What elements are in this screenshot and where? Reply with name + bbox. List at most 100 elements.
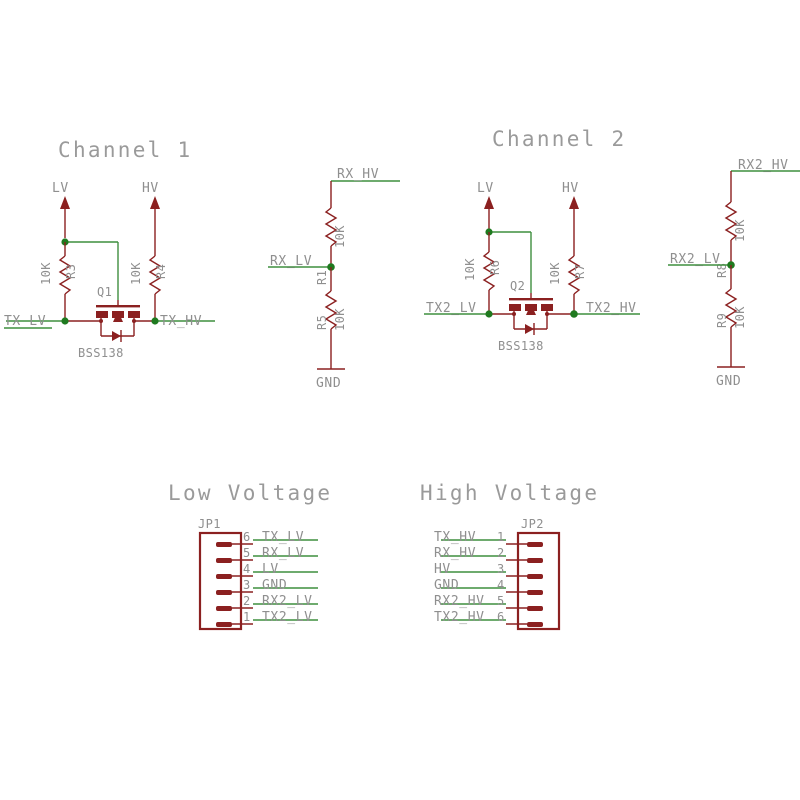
jp1-pin-row[interactable]: 1 TX2_LV bbox=[216, 610, 318, 627]
jp2-pin-pad[interactable] bbox=[527, 542, 543, 547]
jp2-pin-net: HV bbox=[434, 562, 451, 577]
jp1-pin-row[interactable]: 5 RX_LV bbox=[216, 546, 318, 563]
jp1-pin-row[interactable]: 6 TX_LV bbox=[216, 530, 318, 547]
jp2-pin-row[interactable]: 4 GND bbox=[434, 578, 543, 595]
resistor-r7-ref: R7 bbox=[573, 264, 587, 279]
jp1-pin-row[interactable]: 4 LV bbox=[216, 562, 318, 579]
jp2-pin-net: RX2_HV bbox=[434, 594, 485, 609]
jp1-pin-row[interactable]: 3 GND bbox=[216, 578, 318, 595]
gnd-label-divider2: GND bbox=[716, 374, 741, 389]
jp1-pin-pad[interactable] bbox=[216, 558, 232, 563]
resistor-r3-ref: R3 bbox=[64, 264, 78, 279]
resistor-r9-value: 10K bbox=[733, 306, 747, 329]
resistor-r4: R4 10K bbox=[129, 238, 168, 320]
jp2-pin-pad[interactable] bbox=[527, 606, 543, 611]
jp1-pin-pad[interactable] bbox=[216, 542, 232, 547]
jp1-pin-net: RX2_LV bbox=[262, 594, 313, 609]
high-voltage-group: High Voltage JP2 1 TX_HV 2 RX_HV 3 HV bbox=[420, 481, 599, 631]
resistor-r3-value: 10K bbox=[39, 262, 53, 285]
resistor-r5-ref: R5 bbox=[315, 315, 329, 330]
jp2-pin-row[interactable]: 5 RX2_HV bbox=[434, 594, 543, 611]
jp2-pin-number: 1 bbox=[497, 530, 504, 544]
net-label-tx2-hv: TX2_HV bbox=[586, 301, 637, 316]
jp2-pin-pad[interactable] bbox=[527, 590, 543, 595]
jp1-pin-net: GND bbox=[262, 578, 287, 593]
low-voltage-title: Low Voltage bbox=[168, 481, 332, 505]
jp2-pin-row[interactable]: 1 TX_HV bbox=[434, 530, 543, 547]
lv-supply-label-ch1: LV bbox=[52, 181, 69, 196]
gnd-symbol-divider1: GND bbox=[316, 368, 345, 391]
jp1-pin-pad[interactable] bbox=[216, 622, 232, 627]
jp2-pin-pad[interactable] bbox=[527, 622, 543, 627]
hv-supply-symbol-ch2: HV bbox=[562, 181, 579, 238]
gnd-symbol-divider2: GND bbox=[716, 366, 745, 389]
net-label-tx-hv: TX_HV bbox=[160, 314, 202, 329]
mosfet-q2-part: BSS138 bbox=[498, 339, 544, 353]
jp1-body[interactable] bbox=[198, 531, 243, 631]
jp1-pin-number: 4 bbox=[243, 562, 250, 576]
jp2-pin-number: 6 bbox=[497, 610, 504, 624]
channel-1-group: Channel 1 LV HV R3 10K bbox=[4, 138, 215, 360]
jp2-pin-pad[interactable] bbox=[527, 558, 543, 563]
resistor-r6-ref: R6 bbox=[488, 260, 502, 275]
jp1-pin-net: LV bbox=[262, 562, 279, 577]
hv-supply-label-ch1: HV bbox=[142, 181, 159, 196]
jp2-pin-net: GND bbox=[434, 578, 459, 593]
junction-dot-tx2lv bbox=[485, 310, 493, 318]
channel-2-group: Channel 2 LV HV R6 10K R7 10K bbox=[424, 127, 640, 353]
jp2-pin-row[interactable]: 2 RX_HV bbox=[434, 546, 543, 563]
jp2-pin-number: 5 bbox=[497, 594, 504, 608]
hv-supply-symbol-ch1: HV bbox=[142, 181, 160, 238]
resistor-r4-value: 10K bbox=[129, 262, 143, 285]
jp1-pin-number: 3 bbox=[243, 578, 250, 592]
jp1-pin-number: 5 bbox=[243, 546, 250, 560]
mosfet-q2: Q2 BSS138 bbox=[498, 279, 553, 353]
resistor-r4-ref: R4 bbox=[154, 264, 168, 279]
net-label-tx2-lv: TX2_LV bbox=[426, 301, 477, 316]
resistor-r8-ref: R8 bbox=[715, 263, 729, 278]
resistor-r6: R6 10K bbox=[463, 232, 502, 314]
jp2-pin-net: TX2_HV bbox=[434, 610, 485, 625]
net-label-rx-hv: RX_HV bbox=[337, 167, 379, 182]
resistor-r5: R5 10K bbox=[315, 267, 347, 369]
mosfet-q2-ref: Q2 bbox=[510, 279, 525, 293]
net-label-tx-lv: TX_LV bbox=[4, 314, 46, 329]
net-label-rx2-lv: RX2_LV bbox=[670, 252, 721, 267]
jp1-pin-pad[interactable] bbox=[216, 574, 232, 579]
lv-supply-symbol-ch2: LV bbox=[477, 181, 494, 232]
net-label-rx2-hv: RX2_HV bbox=[738, 158, 789, 173]
jp2-pin-number: 3 bbox=[497, 562, 504, 576]
high-voltage-title: High Voltage bbox=[420, 481, 599, 505]
lv-supply-symbol-ch1: LV bbox=[52, 181, 70, 238]
mosfet-q1-part: BSS138 bbox=[78, 346, 124, 360]
jp1-pin-number: 6 bbox=[243, 530, 250, 544]
jp2-body[interactable] bbox=[516, 531, 561, 631]
resistor-r7-value: 10K bbox=[548, 262, 562, 285]
jp2-pin-row[interactable]: 3 HV bbox=[434, 562, 543, 579]
jp2-pin-number: 2 bbox=[497, 546, 504, 560]
jp1-pin-pad[interactable] bbox=[216, 590, 232, 595]
resistor-r6-value: 10K bbox=[463, 258, 477, 281]
junction-dot-txhv bbox=[151, 317, 159, 325]
jp1-pin-net: RX_LV bbox=[262, 546, 304, 561]
resistor-r9-ref: R9 bbox=[715, 313, 729, 328]
jp2-pin-net: RX_HV bbox=[434, 546, 476, 561]
jp1-pin-pad[interactable] bbox=[216, 606, 232, 611]
jp2-ref: JP2 bbox=[521, 517, 544, 531]
jp2-pin-number: 4 bbox=[497, 578, 504, 592]
resistor-r5-value: 10K bbox=[333, 308, 347, 331]
jp2-pin-pad[interactable] bbox=[527, 574, 543, 579]
lv-supply-label-ch2: LV bbox=[477, 181, 494, 196]
divider-2-group: RX2_HV R8 10K RX2_LV R9 10K GND bbox=[668, 158, 800, 389]
net-label-rx-lv: RX_LV bbox=[270, 254, 312, 269]
mosfet-q1: Q1 BSS138 bbox=[78, 285, 140, 360]
jp1-pin-row[interactable]: 2 RX2_LV bbox=[216, 594, 318, 611]
junction-dot-txlv bbox=[61, 317, 69, 325]
hv-supply-label-ch2: HV bbox=[562, 181, 579, 196]
junction-dot-tx2hv bbox=[570, 310, 578, 318]
jp1-pin-number: 2 bbox=[243, 594, 250, 608]
resistor-r8: R8 10K bbox=[715, 201, 747, 278]
jp2-pin-row[interactable]: 6 TX2_HV bbox=[434, 610, 543, 627]
low-voltage-group: Low Voltage JP1 6 TX_LV 5 RX_LV 4 LV bbox=[168, 481, 332, 631]
